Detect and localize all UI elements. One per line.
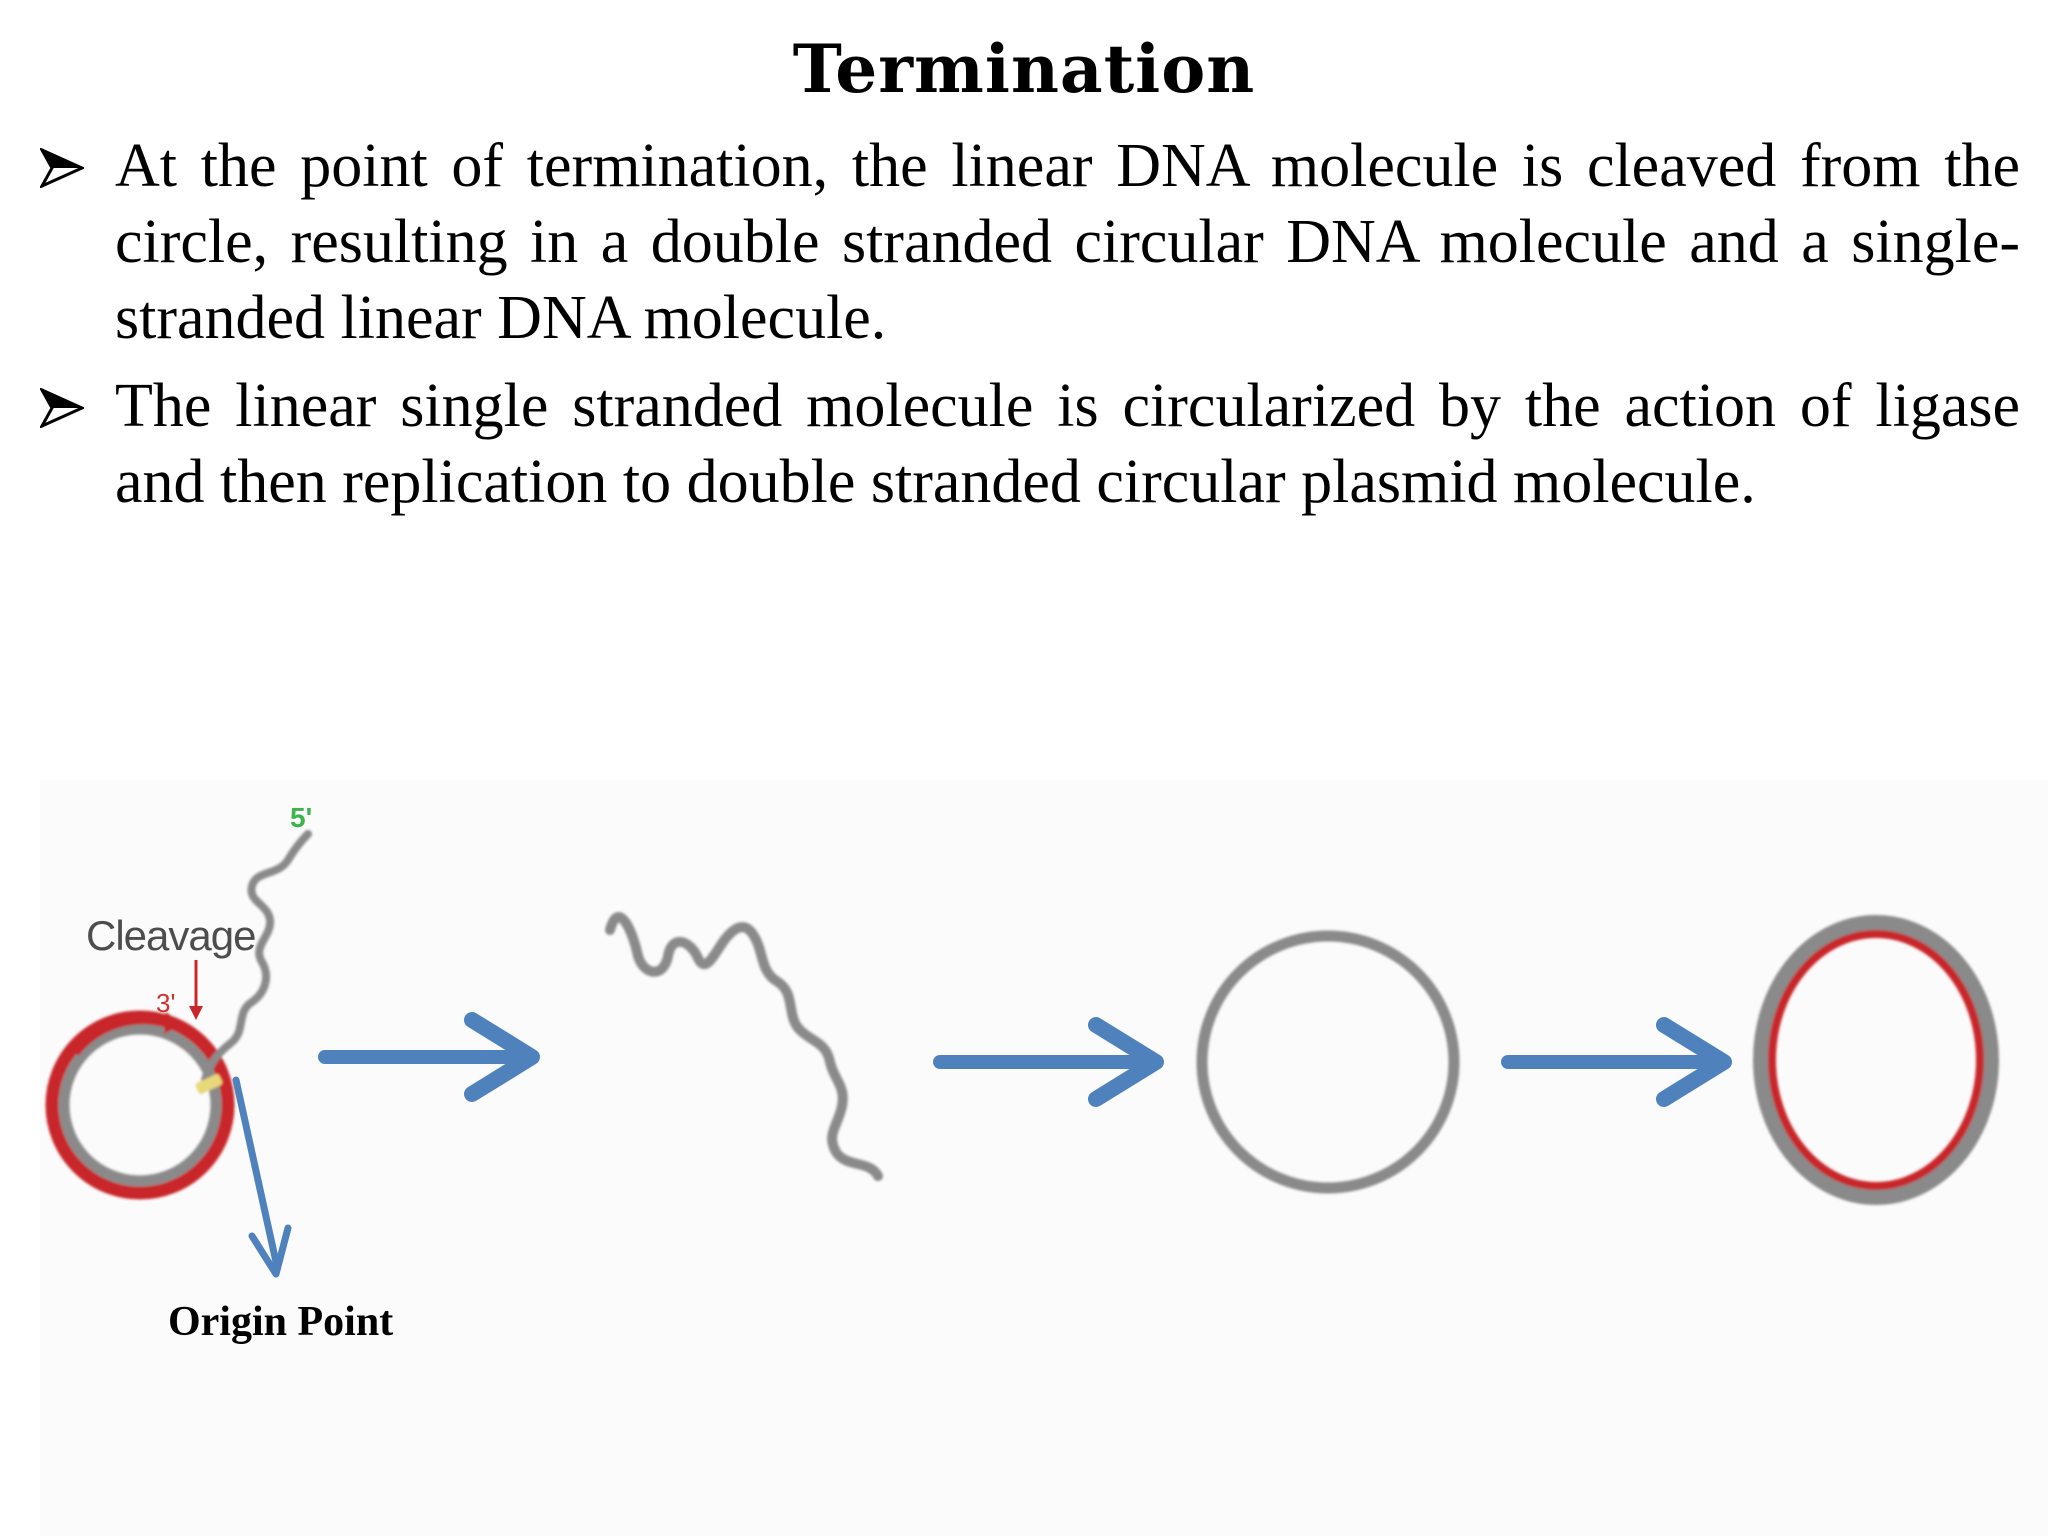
process-arrow-1 [318, 1012, 540, 1102]
origin-pointer-line [232, 1076, 280, 1266]
three-prime-label: 3' [156, 988, 176, 1018]
cleavage-arrow-icon [189, 1006, 203, 1020]
cleavage-label: Cleavage [86, 912, 256, 959]
origin-marker [195, 1074, 223, 1094]
bullet-list: At the point of termination, the linear … [40, 128, 2020, 532]
plasmid-with-tail [45, 830, 312, 1200]
bullet-item: At the point of termination, the linear … [40, 128, 2020, 356]
process-arrow-2 [933, 1017, 1164, 1107]
new-strand-3prime-segment [69, 1012, 170, 1056]
slide-title: Termination [792, 30, 1256, 108]
double-stranded-plasmid [1753, 915, 1999, 1205]
plasmid-inner-gray-strand [58, 1023, 222, 1187]
process-arrow-3 [1501, 1017, 1732, 1107]
bullet-item: The linear single stranded molecule is c… [40, 368, 2020, 520]
bullet-text: The linear single stranded molecule is c… [115, 372, 2020, 516]
diagram-background [40, 780, 2048, 1536]
termination-diagram: 5' Cleavage 3' Origin Point [0, 780, 2048, 1536]
red-arrowhead-icon [164, 1012, 182, 1034]
circular-single-strand [1196, 930, 1460, 1194]
bullet-text: At the point of termination, the linear … [115, 132, 2020, 352]
five-prime-label: 5' [290, 802, 313, 833]
origin-point-label: Origin Point [168, 1299, 394, 1345]
origin-arrow-icon [248, 1224, 292, 1278]
arrowhead-bullet-icon [40, 148, 84, 188]
linear-single-strand [605, 912, 883, 1181]
diagram-graphics [45, 830, 1999, 1278]
displaced-strand-tail [201, 830, 312, 1084]
arrowhead-bullet-icon [40, 388, 84, 428]
